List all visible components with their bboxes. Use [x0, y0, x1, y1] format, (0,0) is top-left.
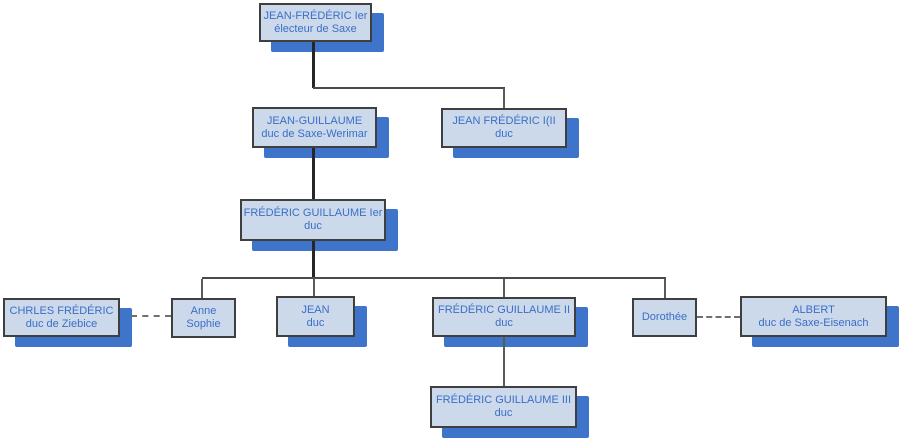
node-jean-frederic-ier[interactable]: JEAN-FRÉDÉRIC Ier électeur de Saxe	[259, 3, 372, 42]
connector-drop-frederic-guillaume-ii	[503, 279, 505, 297]
node-title-line: duc	[494, 407, 513, 419]
connector-drop-dorothee	[664, 279, 666, 298]
node-title-line: électeur de Saxe	[274, 22, 357, 35]
node-title-line: duc de Ziebice	[25, 317, 98, 330]
node-frederic-guillaume-ii[interactable]: FRÉDÉRIC GUILLAUME II duc	[432, 297, 576, 337]
node-name-line: CHRLES FRÉDÉRIC	[9, 304, 114, 317]
connector-branch-gen1	[313, 87, 505, 89]
node-name-line: FRÉDÉRIC GUILLAUME Ier	[243, 207, 383, 219]
node-name-line: FRÉDÉRIC GUILLAUME III	[435, 394, 572, 406]
node-chrles-frederic[interactable]: CHRLES FRÉDÉRIC duc de Ziebice	[3, 298, 120, 337]
node-name-line: JEAN FRÉDÉRIC I(II	[452, 115, 556, 127]
node-name-line: FRÉDÉRIC GUILLAUME II	[437, 304, 571, 316]
node-jean-frederic-i-ii[interactable]: JEAN FRÉDÉRIC I(II duc	[441, 108, 567, 148]
connector-drop-anne-sophie	[201, 279, 203, 298]
marriage-dashed-line-chrles-anne	[131, 315, 171, 317]
node-title-line: duc	[306, 316, 325, 329]
node-name-line: Anne	[190, 305, 217, 317]
node-name-line: JEAN-GUILLAUME	[266, 114, 363, 127]
node-dorothee[interactable]: Dorothée	[632, 298, 697, 337]
node-title-line: duc	[495, 128, 513, 140]
node-name-line: Dorothée	[641, 311, 688, 323]
node-title-line: Sophie	[186, 318, 221, 330]
node-title-line: duc de Saxe-Werimar	[261, 127, 368, 140]
connector-trunk-gen1	[312, 42, 315, 88]
marriage-dashed-line-dorothee-albert	[697, 316, 740, 318]
node-frederic-guillaume-iii[interactable]: FRÉDÉRIC GUILLAUME III duc	[430, 386, 577, 428]
node-name-line: JEAN	[301, 303, 330, 316]
node-title-line: duc	[495, 317, 513, 329]
node-title-line: duc de Saxe-Eisenach	[758, 316, 869, 329]
node-name-line: JEAN-FRÉDÉRIC Ier	[263, 9, 368, 22]
node-anne-sophie[interactable]: Anne Sophie	[171, 298, 236, 338]
node-jean-guillaume[interactable]: JEAN-GUILLAUME duc de Saxe-Werimar	[252, 107, 377, 148]
node-name-line: ALBERT	[792, 303, 835, 316]
connector-branch-gen3	[202, 277, 666, 279]
node-frederic-guillaume-ier[interactable]: FRÉDÉRIC GUILLAUME Ier duc	[240, 199, 386, 241]
connector-trunk-gen2	[312, 148, 315, 199]
connector-trunk-gen3	[312, 241, 315, 278]
connector-drop-frederic-guillaume-iii	[503, 337, 505, 386]
connector-drop-jean-frederic-i-ii	[503, 88, 505, 108]
node-title-line: duc	[304, 220, 322, 232]
node-albert[interactable]: ALBERT duc de Saxe-Eisenach	[740, 296, 887, 337]
connector-drop-jean-duc	[313, 278, 315, 296]
node-jean-duc[interactable]: JEAN duc	[276, 296, 355, 337]
